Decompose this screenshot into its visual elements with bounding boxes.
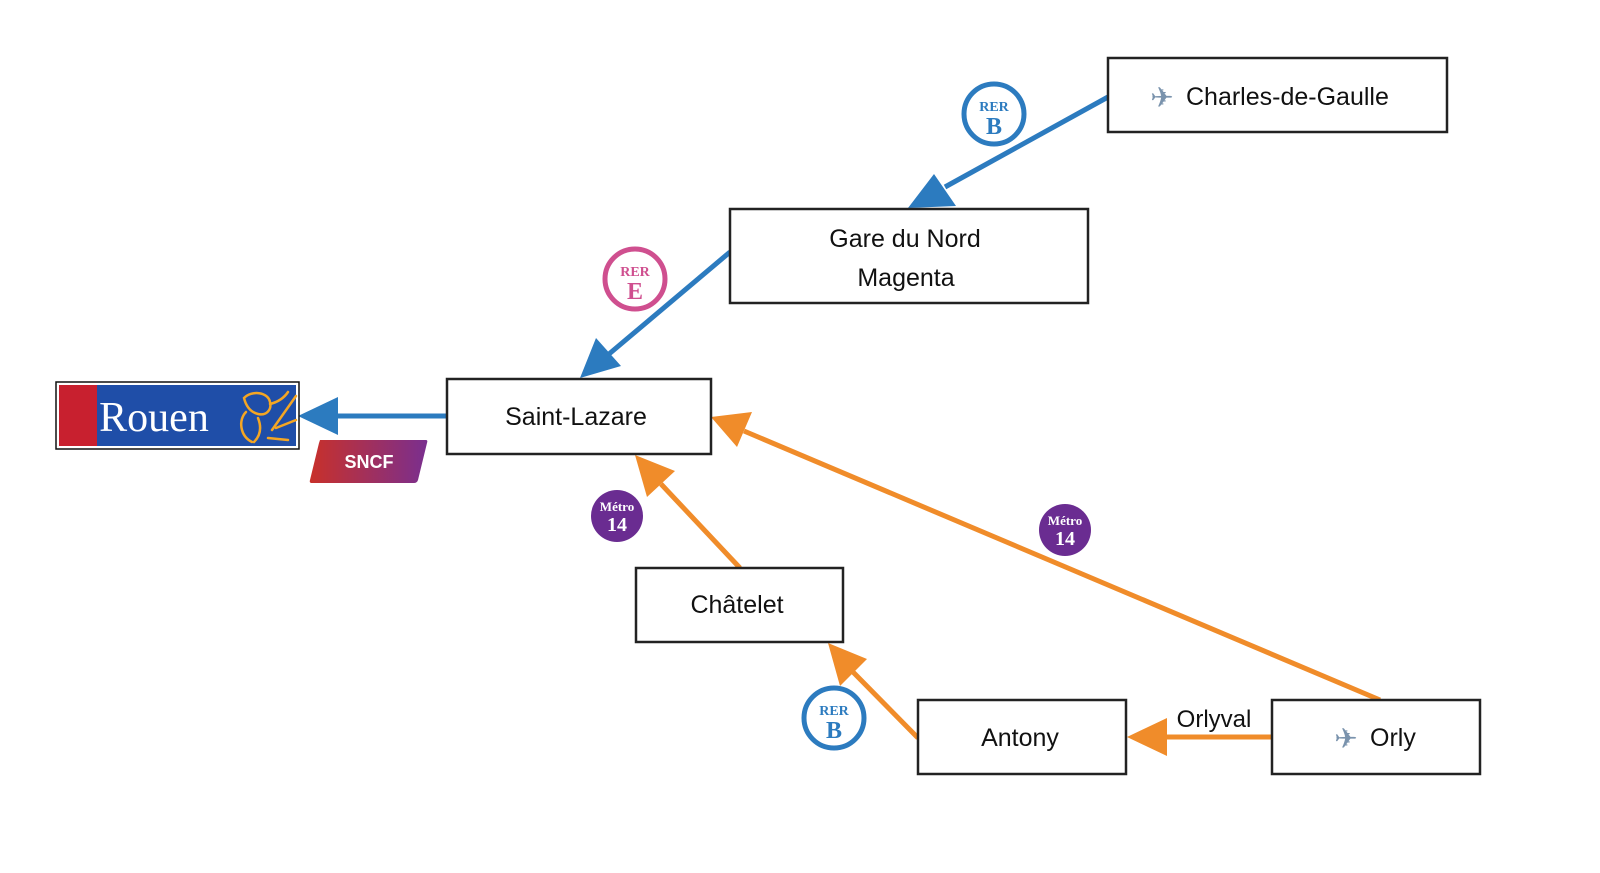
badge-bottom-text: 14 [1055,528,1075,550]
edge-gare-du-nord-to-saint-lazare [580,250,732,378]
badge-top-text: Métro [1048,513,1082,528]
badge-rer-b-top: RER B [961,81,1027,147]
badge-top-text: RER [620,265,650,280]
edge-chatelet-to-saint-lazare [635,455,742,570]
arrowhead [908,174,956,208]
badge-bottom-text: E [627,279,643,305]
node-box [634,566,845,644]
arrowhead [635,455,675,497]
badge-bottom-text: 14 [607,514,627,536]
badge-bottom-text: B [826,718,842,744]
airplane-icon: ✈ [1334,722,1357,755]
node-antony: Antony [916,698,1128,776]
sncf-logo: SNCF [309,440,428,483]
node-box [728,207,1090,305]
node-label: Antony [981,724,1059,752]
node-chatelet: Châtelet [634,566,845,644]
arrowhead [580,338,621,378]
badge-metro-14-left: Métro 14 [591,490,643,542]
edge-antony-to-chatelet [828,643,920,740]
arrowhead [828,643,867,686]
node-label: Saint-Lazare [505,403,647,431]
arrowhead [1127,718,1167,756]
edge-cdg-to-gare-du-nord [908,94,1110,208]
orlyval-label: Orlyval [1177,706,1252,733]
node-gare-du-nord-magenta: Gare du Nord Magenta [728,207,1090,305]
badge-rer-e: RER E [602,246,668,312]
badge-metro-14-right: Métro 14 [1039,504,1091,556]
sncf-wordmark: SNCF [345,452,394,472]
node-label: Châtelet [690,591,783,619]
lamb-icon [239,390,298,444]
node-charles-de-gaulle: ✈ Charles-de-Gaulle [1106,56,1449,134]
badge-top-text: Métro [600,499,634,514]
arrowhead [298,397,338,435]
arrowhead [711,412,752,447]
badge-top-text: RER [819,704,849,719]
node-orly: ✈ Orly [1270,698,1482,776]
badge-top-text: RER [979,100,1009,115]
node-box [1270,698,1482,776]
edge-orly-to-antony: Orlyval [1127,706,1272,756]
rouen-logo: Rouen [55,381,300,450]
node-box [445,377,713,456]
node-box [1106,56,1449,134]
badge-bottom-text: B [986,114,1002,140]
edge-saint-lazare-to-rouen [298,397,447,435]
rouen-wordmark: Rouen [99,395,209,441]
node-label: Charles-de-Gaulle [1186,83,1389,111]
node-label-line2: Magenta [857,264,954,292]
edge-orly-to-saint-lazare [711,412,1381,703]
airplane-icon: ✈ [1150,81,1173,114]
node-label: Orly [1370,724,1416,752]
badge-rer-b-bottom: RER B [801,685,867,751]
node-label-line1: Gare du Nord [829,225,980,253]
node-saint-lazare: Saint-Lazare [445,377,713,456]
node-box [916,698,1128,776]
